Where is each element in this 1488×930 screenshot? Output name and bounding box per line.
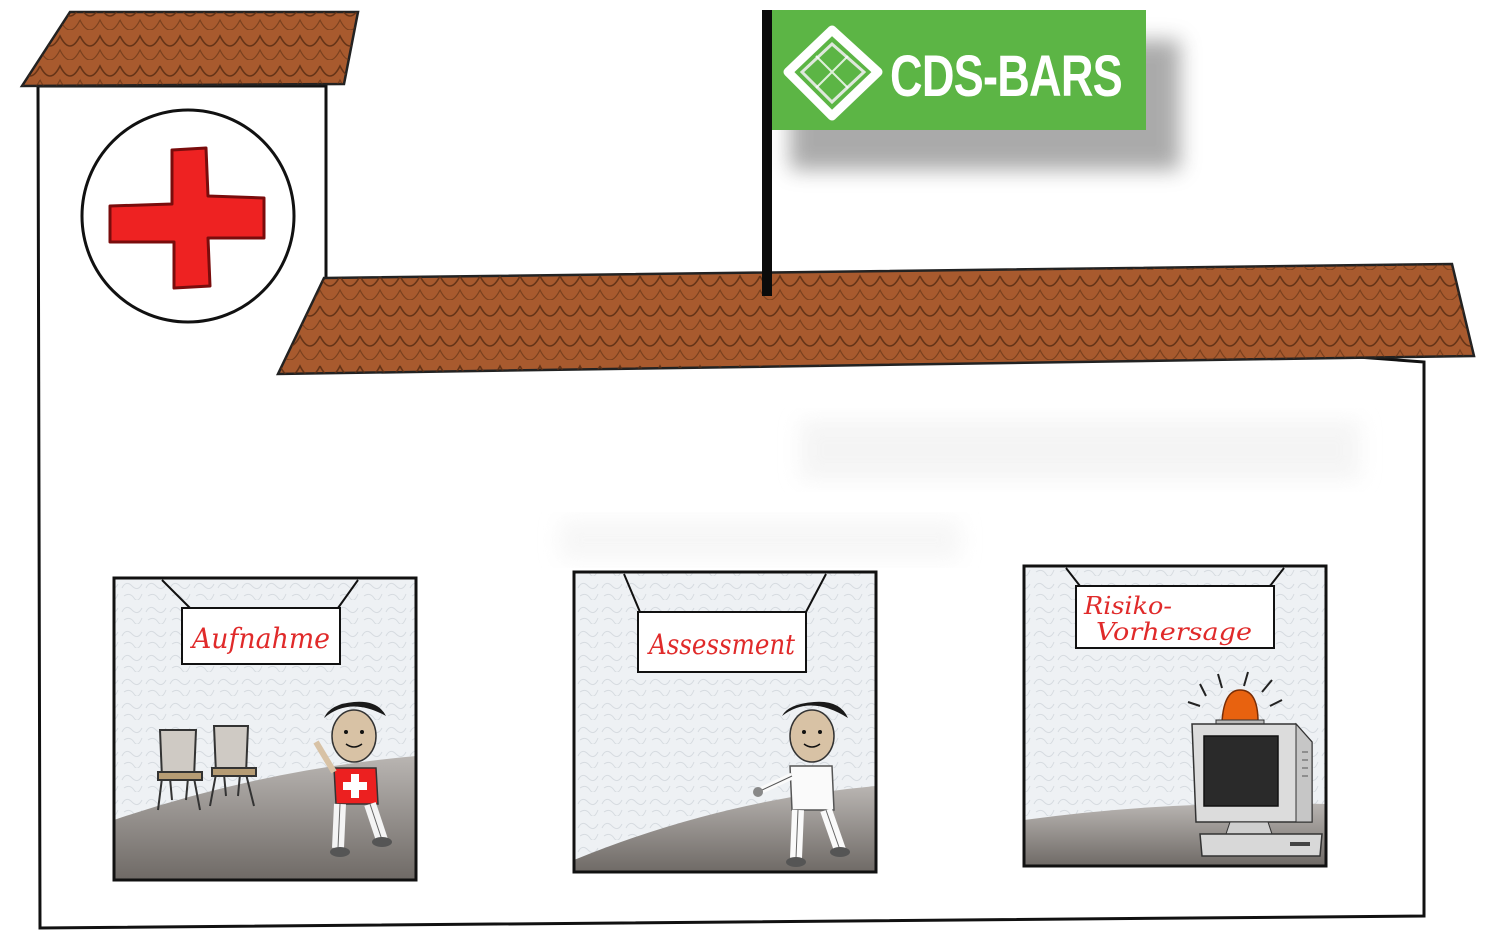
room-sign-label: Aufnahme [189, 622, 330, 655]
tower-roof [19, 10, 360, 88]
room-frame [112, 576, 418, 882]
flagpole [762, 10, 772, 296]
flag-label: CDS-BARS [890, 44, 1122, 109]
cross-shape [108, 146, 266, 290]
room-assessment: Assessment [572, 570, 878, 874]
room-sign-label-line-2: Vorhersage [1096, 618, 1252, 646]
room-sign [637, 611, 807, 673]
red-cross-icon [80, 108, 296, 324]
wall-shade [800, 420, 1360, 480]
computer-alarm-icon [1187, 671, 1323, 857]
cds-logo-icon [783, 25, 883, 121]
main-roof [276, 262, 1476, 376]
room-sign [181, 607, 341, 665]
doctor-figure [753, 701, 850, 867]
room-sign-label-line-1: Risiko- [1083, 592, 1172, 620]
room-sign-label: Assessment [646, 628, 795, 661]
room-sign [1075, 585, 1275, 649]
room-frame [572, 570, 878, 874]
room-risiko-vorhersage: Risiko- Vorhersage [1022, 564, 1328, 868]
patient-figure [313, 701, 392, 857]
flag: CDS-BARS [762, 10, 1180, 296]
room-aufnahme: Aufnahme [112, 576, 418, 882]
room-frame [1022, 564, 1328, 868]
chairs-icon [157, 725, 257, 811]
